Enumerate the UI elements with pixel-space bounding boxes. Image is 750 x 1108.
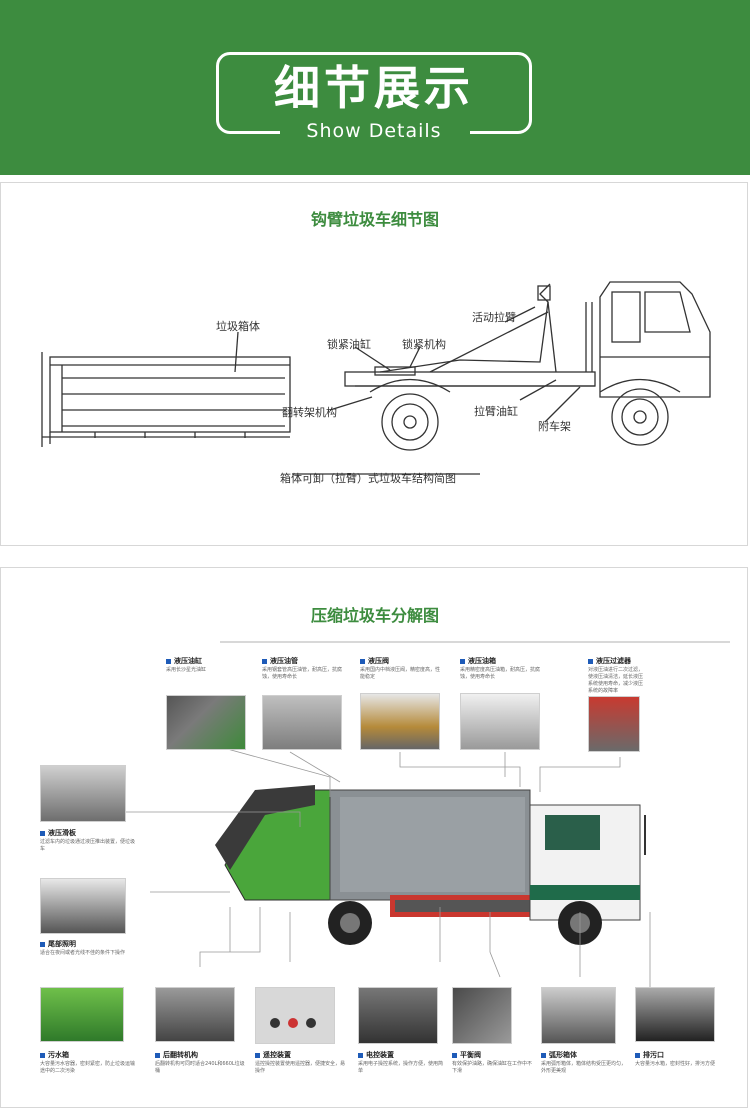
connector-lines [125,641,730,987]
label-flip-mechanism: 翻转架机构 [282,406,337,419]
comp-hydraulic-filter-desc: 对液压油进行二次过滤，使液压油清洁，延长液压系统使用寿命，减少液压系统的故障率 [588,667,644,694]
banner-title: 细节展示 [274,61,474,115]
thumb-hydraulic-filter [588,696,640,752]
comp-sewage-tank-label: 污水箱 [40,1050,69,1060]
comp-remote-control-label: 遥控装置 [255,1050,291,1060]
label-subframe: 附车架 [538,420,571,433]
label-box: 垃圾箱体 [216,320,260,333]
comp-balance-valve-desc: 有效保护油路，确保油缸在工作中不下滑 [452,1061,533,1074]
comp-hydraulic-hose-desc: 采用钢套管高压油管，耐高压，抗腐蚀，使用寿命长 [262,667,343,680]
thumb-tail-light [40,878,126,934]
comp-remote-control-desc: 遥控操控装置使用遥控器，便捷安全，易操作 [255,1061,346,1074]
label-lock-cylinder: 锁紧油缸 [327,338,371,351]
comp-hydraulic-tank-desc: 采用精密度高压油箱，耐高压，抗腐蚀，使用寿命长 [460,667,541,680]
thumb-hydraulic-valve [360,693,440,750]
banner-frame-gap [280,124,470,142]
thumb-slide-plate [40,765,126,822]
section2-title: 压缩垃圾车分解图 [310,606,439,625]
thumb-remote-control [255,987,335,1044]
comp-hydraulic-valve-desc: 采用国内中档液压阀，精密度高，性能稳定 [360,667,441,680]
comp-slide-plate-label: 液压滑板 [40,828,76,838]
comp-electric-control-label: 电控装置 [358,1050,394,1060]
comp-hydraulic-hose-label: 液压油管 [262,656,298,666]
thumb-hydraulic-cylinder [166,695,246,750]
diagram-caption: 箱体可卸（拉臂）式垃圾车结构简图 [280,472,456,485]
comp-hydraulic-cylinder-desc: 采用长沙星光油缸 [166,667,207,673]
comp-arc-body-label: 弧形箱体 [541,1050,577,1060]
hook-arm-panel: 钩臂垃圾车细节图 [0,182,748,546]
thumb-balance-valve [452,987,512,1044]
label-arm: 活动拉臂 [472,311,516,324]
thumb-hydraulic-tank [460,693,540,750]
comp-arc-body-desc: 采用弧形箱体，箱体结构受压更均匀，外形更美观 [541,1061,627,1074]
comp-balance-valve-label: 平衡阀 [452,1050,481,1060]
comp-tail-light-desc: 适合在夜间或者光线不佳的条件下操作 [40,950,126,956]
comp-drain-outlet-label: 排污口 [635,1050,664,1060]
compression-truck-illustration [215,785,646,945]
comp-slide-plate-desc: 过滤车内的垃圾通过液压推出装置，便垃圾车 [40,839,136,852]
comp-hydraulic-valve-label: 液压阀 [360,656,389,666]
comp-hydraulic-cylinder-label: 液压油缸 [166,656,202,666]
comp-hydraulic-tank-label: 液压油箱 [460,656,496,666]
comp-electric-control-desc: 采用电子操控系统，操作方便，使用简单 [358,1061,444,1074]
header-banner: 细节展示 Show Details [0,0,750,175]
thumb-electric-control [358,987,438,1044]
section1-title: 钩臂垃圾车细节图 [310,210,439,229]
thumb-arc-body [541,987,616,1044]
comp-hydraulic-filter-label: 液压过滤器 [588,656,631,666]
label-lock-mechanism: 锁紧机构 [402,338,446,351]
comp-rear-flip-desc: 后翻转机构可同时适合240L和660L垃圾桶 [155,1061,245,1074]
thumb-sewage-tank [40,987,124,1042]
comp-drain-outlet-desc: 大容量污水箱，密封性好，排污方便 [635,1061,716,1067]
thumb-drain-outlet [635,987,715,1042]
hook-arm-truck-diagram [41,281,711,475]
comp-tail-light-label: 尾部照明 [40,939,76,949]
banner-subtitle: Show Details [306,120,442,142]
label-arm-cylinder: 拉臂油缸 [474,405,518,418]
thumb-hydraulic-hose [262,695,342,750]
comp-rear-flip-label: 后翻转机构 [155,1050,198,1060]
comp-sewage-tank-desc: 大容量污水容器，密封紧密，防止垃圾运输途中的二次污染 [40,1061,136,1074]
thumb-rear-flip [155,987,235,1042]
